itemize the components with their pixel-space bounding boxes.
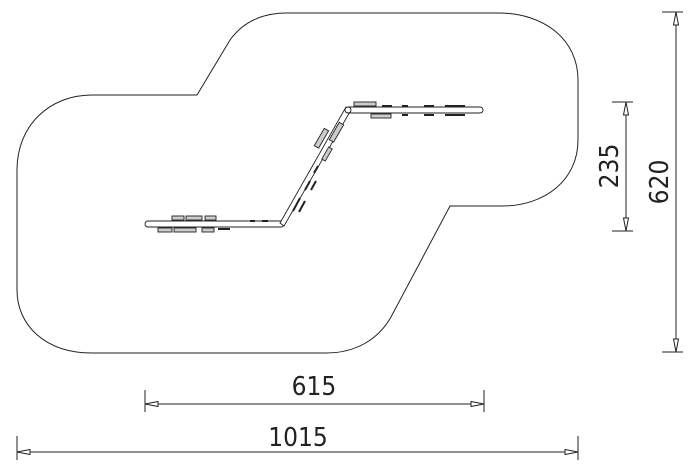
dimension-620 (662, 11, 683, 353)
dimension-label-1015: 1015 (268, 423, 328, 453)
balance-beam (144, 101, 484, 233)
dimension-label-615: 615 (292, 372, 337, 402)
diagonal-beam-segment (279, 106, 352, 227)
dimension-label-235: 235 (595, 144, 625, 189)
dimension-label-620: 620 (645, 160, 675, 205)
dimension-235 (612, 101, 633, 232)
lower-beam-segment (144, 215, 285, 233)
upper-beam-segment (344, 101, 484, 119)
dimension-1015 (16, 436, 579, 460)
dimension-615 (144, 390, 485, 412)
safety-zone-outline (16, 12, 579, 354)
